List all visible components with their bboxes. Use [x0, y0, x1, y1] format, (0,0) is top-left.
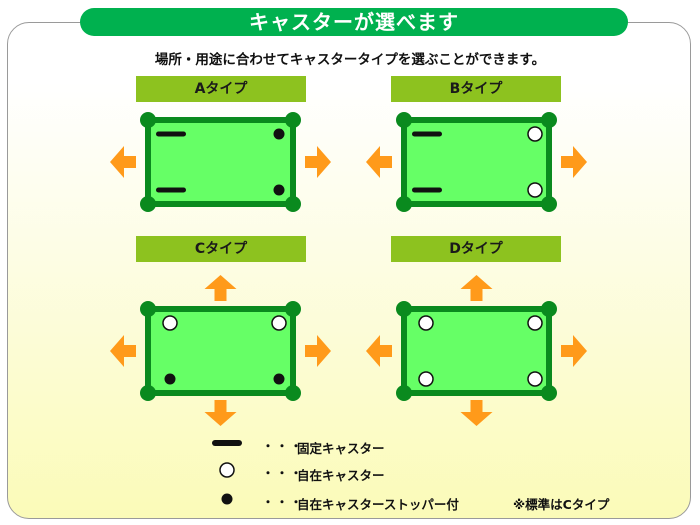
corner-knob-c-1: [285, 301, 301, 317]
fixed-caster-a-2: [156, 187, 186, 193]
swivel-caster-d-3: [527, 371, 543, 387]
corner-knob-b-1: [541, 112, 557, 128]
table-frame-d: [401, 306, 552, 396]
corner-knob-c-0: [140, 301, 156, 317]
arrow-down-d: [460, 400, 493, 426]
corner-knob-d-1: [541, 301, 557, 317]
fixed-caster-b-0: [412, 131, 442, 137]
arrow-right-c: [305, 335, 331, 367]
corner-knob-a-2: [140, 196, 156, 212]
swivel-caster-d-0: [418, 315, 434, 331]
legend-dots-fixed: ・・・: [262, 439, 305, 453]
corner-knob-b-2: [396, 196, 412, 212]
corner-knob-d-3: [541, 385, 557, 401]
type-a-label: Aタイプ: [136, 76, 306, 102]
arrow-right-d: [561, 335, 587, 367]
table-frame-a: [145, 117, 296, 207]
legend-fixed-symbol: [212, 440, 242, 446]
arrow-right-a: [305, 146, 331, 178]
legend-stopper-label: 自在キャスターストッパー付: [297, 497, 459, 512]
swivel-caster-d-1: [527, 315, 543, 331]
corner-knob-a-3: [285, 196, 301, 212]
legend-swivel-symbol: [219, 462, 235, 478]
arrow-left-a: [110, 146, 136, 178]
arrow-down-c: [204, 400, 237, 426]
corner-knob-a-1: [285, 112, 301, 128]
type-c-label: Cタイプ: [136, 236, 306, 262]
corner-knob-d-0: [396, 301, 412, 317]
arrow-left-d: [366, 335, 392, 367]
type-d-label: Dタイプ: [391, 236, 561, 262]
legend-swivel-label: 自在キャスター: [297, 468, 385, 483]
swivel-caster-b-1: [527, 126, 543, 142]
swivel-caster-d-2: [418, 371, 434, 387]
arrow-left-c: [110, 335, 136, 367]
arrow-up-c: [204, 275, 237, 301]
stopper-caster-a-3: [273, 184, 285, 196]
swivel-caster-c-0: [162, 315, 178, 331]
arrow-right-b: [561, 146, 587, 178]
stopper-caster-c-2: [164, 373, 176, 385]
corner-knob-a-0: [140, 112, 156, 128]
corner-knob-b-0: [396, 112, 412, 128]
page-title: キャスターが選べます: [80, 8, 628, 36]
fixed-caster-b-2: [412, 187, 442, 193]
swivel-caster-b-3: [527, 182, 543, 198]
standard-note: ※標準はCタイプ: [513, 497, 610, 512]
fixed-caster-a-0: [156, 131, 186, 137]
legend-stopper-symbol: [221, 493, 233, 505]
legend-fixed-label: 固定キャスター: [297, 441, 385, 456]
table-frame-b: [401, 117, 552, 207]
stopper-caster-a-1: [273, 128, 285, 140]
legend-dots-swivel: ・・・: [262, 466, 305, 480]
swivel-caster-c-1: [271, 315, 287, 331]
corner-knob-c-3: [285, 385, 301, 401]
arrow-up-d: [460, 275, 493, 301]
stopper-caster-c-3: [273, 373, 285, 385]
corner-knob-c-2: [140, 385, 156, 401]
table-frame-c: [145, 306, 296, 396]
arrow-left-b: [366, 146, 392, 178]
subtitle: 場所・用途に合わせてキャスタータイプを選ぶことができます。: [154, 52, 546, 68]
corner-knob-d-2: [396, 385, 412, 401]
corner-knob-b-3: [541, 196, 557, 212]
type-b-label: Bタイプ: [391, 76, 561, 102]
legend-dots-stopper: ・・・: [262, 495, 305, 509]
content-frame: [7, 22, 691, 519]
